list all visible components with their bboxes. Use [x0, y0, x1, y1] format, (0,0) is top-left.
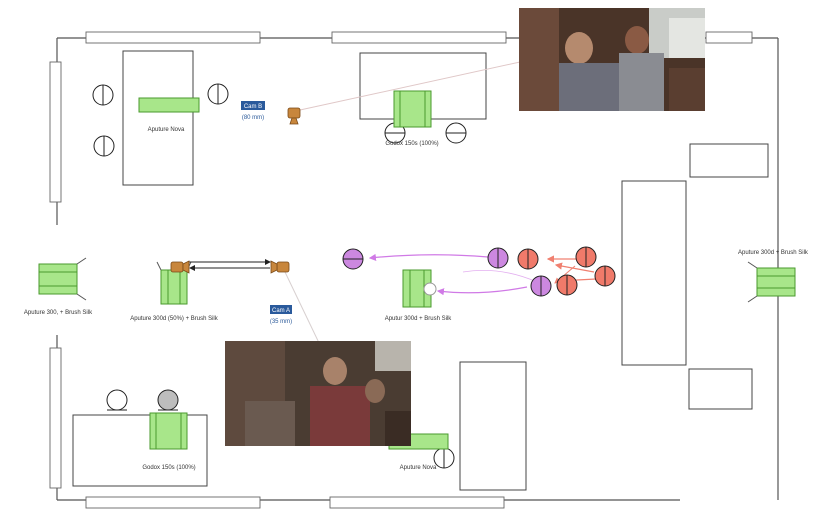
- video-frame-icon: [225, 341, 411, 446]
- bar-counter: [621, 180, 687, 366]
- chair: [157, 389, 179, 411]
- label-godox-150-top: Godox 150s (100%): [385, 141, 438, 147]
- aputure-nova-top-icon: [138, 97, 200, 113]
- chair: [106, 389, 128, 411]
- cam-dolly-icon: [170, 260, 190, 274]
- dolly-track: [188, 259, 271, 271]
- frame-cam-a: [225, 341, 411, 446]
- frame-cam-b: [519, 8, 705, 111]
- cam-a-lens: (35 mm): [270, 319, 292, 325]
- cabinet-right-bottom: [688, 368, 753, 410]
- table-top-left: [122, 50, 194, 186]
- label-aputure-300-center: Aputur 300d + Brush Silk: [385, 316, 453, 322]
- video-frame-icon: [519, 8, 705, 111]
- label-aputure-300-left: Aputure 300, + Brush Silk: [24, 310, 93, 316]
- godox-150-top-icon: [393, 90, 432, 128]
- cameras: [170, 107, 301, 274]
- label-godox-150-bottom: Godox 150s (100%): [142, 465, 195, 471]
- lights: [38, 90, 796, 450]
- label-aputure-nova-top: Aputure Nova: [148, 127, 185, 133]
- label-aputure-300d-cam: Aputure 300d (50%) + Brush Silk: [130, 316, 219, 322]
- godox-150-bottom-icon: [149, 412, 188, 450]
- aputure-300d-right-icon: [747, 261, 796, 303]
- label-aputure-300d-right: Aputure 300d + Brush Silk: [738, 250, 809, 256]
- cam-b-lens: (80 mm): [242, 115, 264, 121]
- cam-b-name: Cam B: [244, 104, 262, 110]
- cam-a-name: Cam A: [272, 308, 290, 314]
- label-aputure-nova-bottom: Aputure Nova: [400, 465, 437, 471]
- table-bottom-center: [459, 361, 527, 491]
- actor-ghost: [423, 282, 437, 296]
- cam-a-icon: [270, 260, 290, 274]
- aputure-300-left-icon: [38, 257, 87, 301]
- cabinet-right-top: [689, 143, 769, 178]
- blocking-arrows: [368, 253, 597, 296]
- actors: [342, 246, 616, 297]
- light-labels: Aputure Nova Godox 150s (100%) Aputure 3…: [24, 127, 809, 471]
- camera-tags: Cam B (80 mm) Cam A (35 mm): [241, 101, 292, 325]
- cam-b-icon: [287, 107, 301, 125]
- windows: [49, 31, 753, 509]
